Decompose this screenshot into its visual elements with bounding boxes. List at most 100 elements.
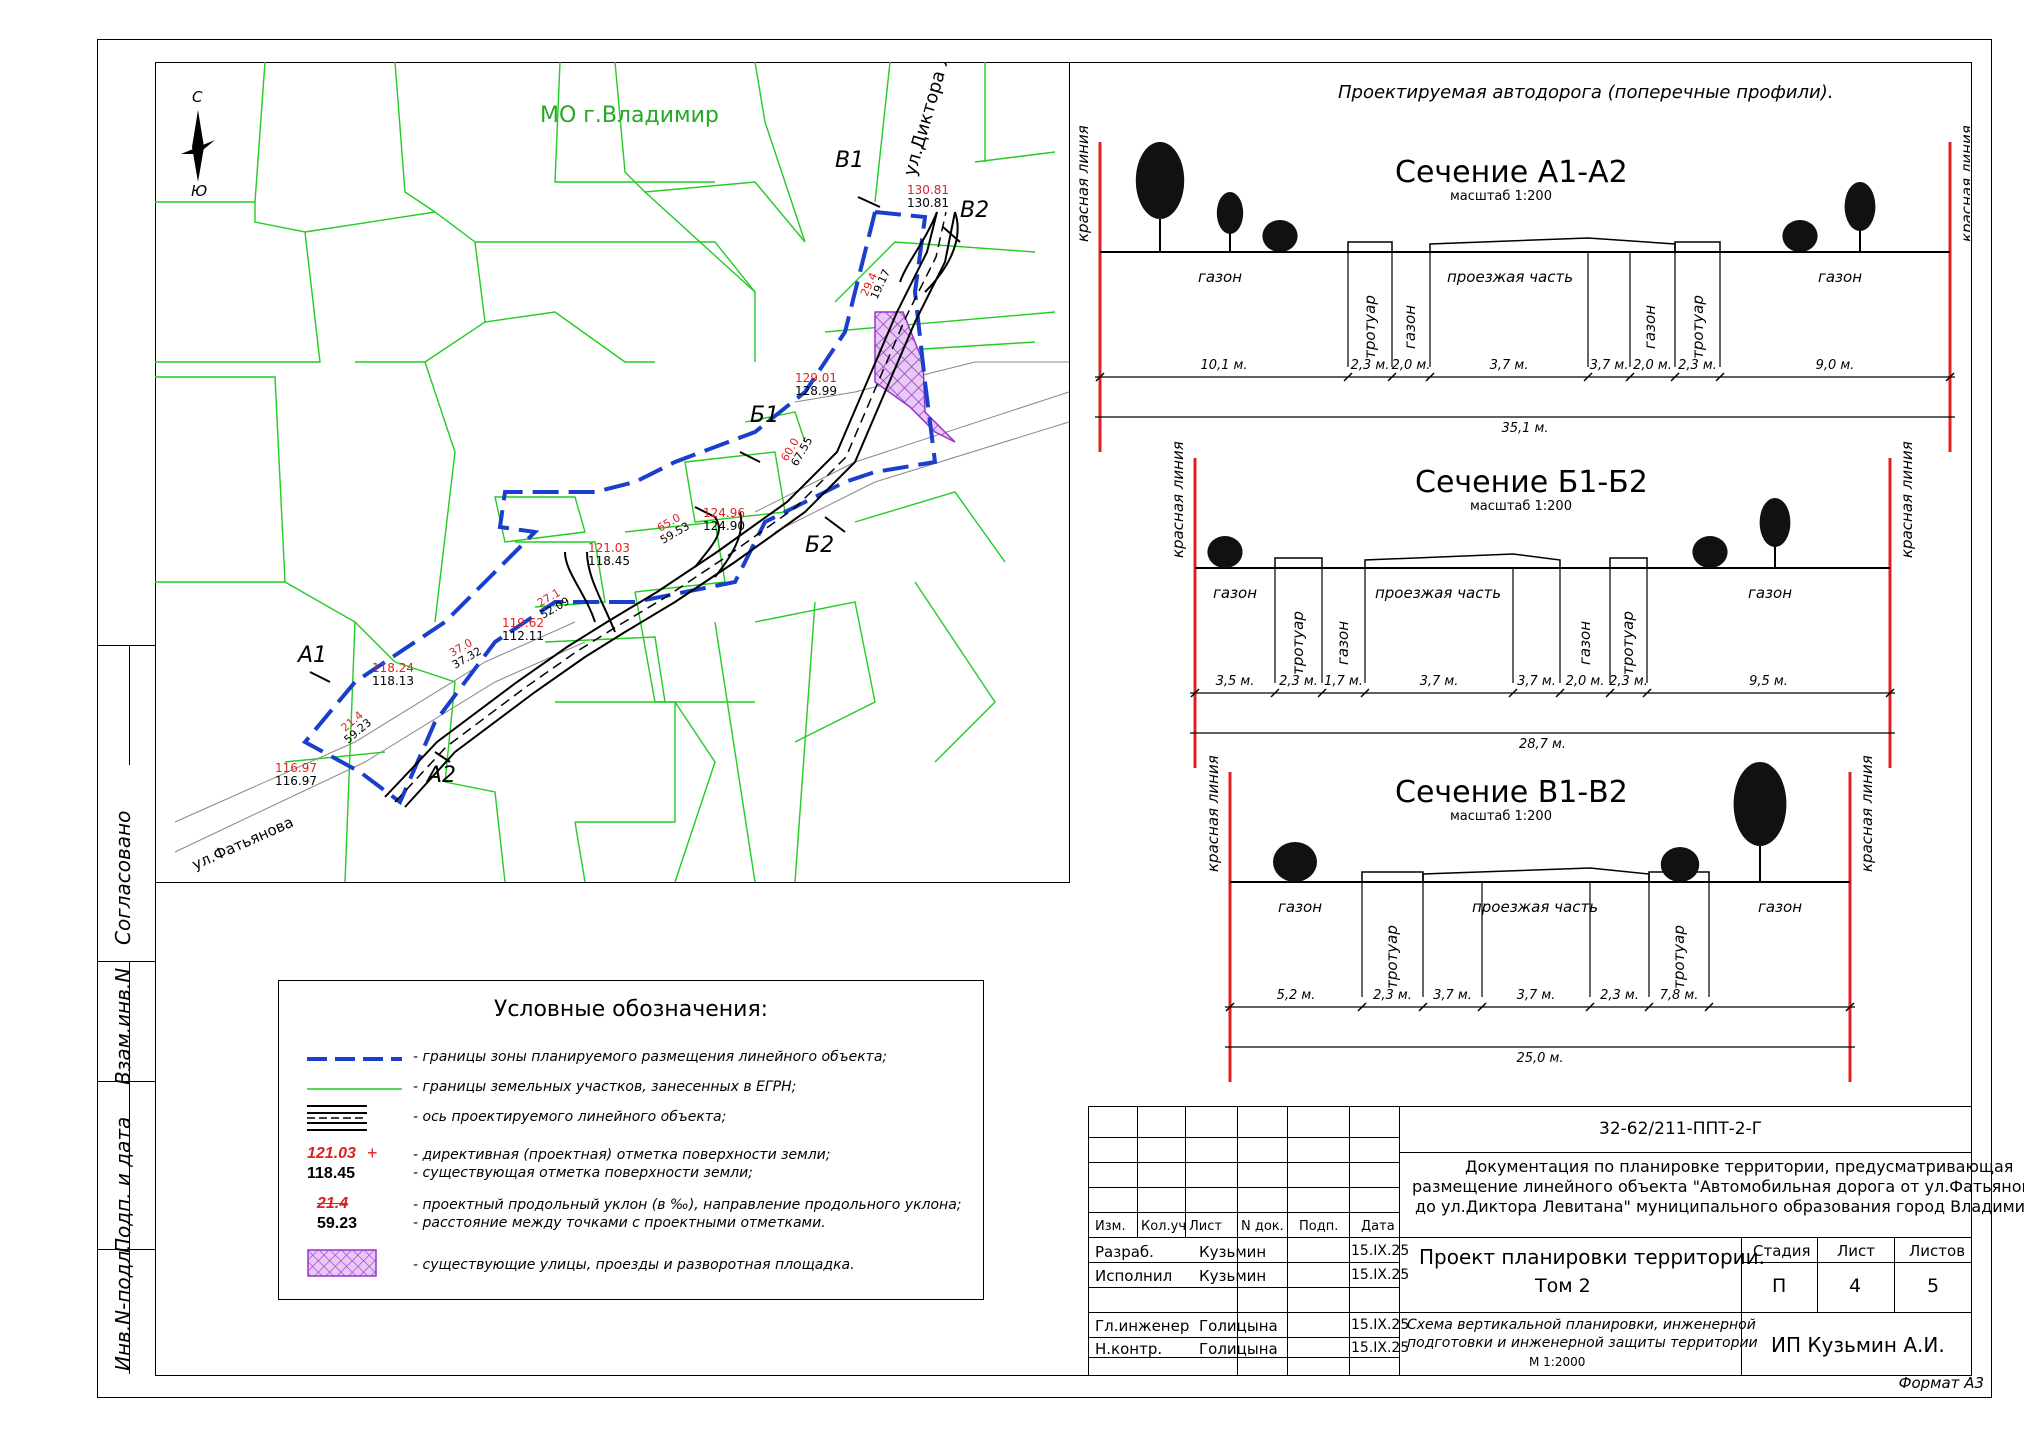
section-1-red-line-label: красная линия — [1074, 125, 1092, 242]
section-1-carriageway — [1429, 237, 1676, 252]
region-label: МО г.Владимир — [540, 103, 719, 128]
title-block: 32-62/211-ППТ-2-Г Документация по планир… — [1088, 1106, 2024, 1375]
section-3-title: Сечение В1-В2 — [1395, 775, 1628, 810]
section-mark-v1: В1 — [835, 148, 864, 173]
legend-text: - существующая отметка поверхности земли… — [413, 1165, 753, 1181]
elev-design: 116.97 — [275, 761, 317, 775]
legend-text: - расстояние между точками с проектными … — [413, 1215, 826, 1231]
section-1-zone-label: проезжая часть — [1447, 268, 1573, 286]
section-2-carriageway — [1364, 553, 1561, 568]
section-2-zone-label: газон — [1748, 584, 1792, 602]
project-volume: Том 2 — [1535, 1275, 1591, 1297]
elev-design: 121.03 — [588, 541, 630, 555]
section-1-tree-icon — [1216, 192, 1244, 234]
section-1-tick — [1095, 372, 1105, 382]
parcel-boundaries — [155, 62, 1056, 882]
section-1-width-label: 2,0 м. — [1392, 358, 1431, 373]
section-3-tick — [1845, 1002, 1855, 1012]
section-2-tick — [1360, 688, 1370, 698]
section-1-tick — [1387, 372, 1397, 382]
sheet-header: Лист — [1837, 1242, 1876, 1260]
section-2-zone-label: газон — [1213, 584, 1257, 602]
stage-header: Стадия — [1753, 1242, 1811, 1260]
street-levitana-label: ул.Диктора Левитана — [900, 62, 977, 178]
legend-text: - директивная (проектная) отметка поверх… — [413, 1147, 831, 1163]
section-2-tick — [1885, 688, 1895, 698]
elev-existing: 118.45 — [588, 554, 630, 568]
legend-item-elevations: 121.03 + 118.45 - директивная (проектная… — [307, 1143, 967, 1189]
section-2-zone-label: тротуар — [1619, 611, 1637, 675]
sheet-value: 4 — [1849, 1275, 1862, 1297]
section-2-width-label: 2,3 м. — [1609, 674, 1648, 689]
section-1-zone-label: газон — [1198, 268, 1242, 286]
format-label: Формат А3 — [1898, 1374, 1984, 1392]
legend-sym-distance: 59.23 — [317, 1215, 358, 1232]
legend-item-zone: - границы зоны планируемого размещения л… — [307, 1043, 967, 1077]
section-mark-labels: А1 А2 Б1 Б2 В1 В2 — [296, 148, 989, 788]
section-3-tick — [1357, 1002, 1367, 1012]
south-label: Ю — [191, 182, 207, 200]
north-arrow-icon: С Ю — [181, 88, 215, 200]
section-3-tick — [1477, 1002, 1487, 1012]
elevation-labels: 130.81 130.81 129.01 128.99 124.96 124.9… — [275, 183, 949, 788]
section-3-tick — [1585, 1002, 1595, 1012]
header-date: Дата — [1361, 1219, 1395, 1234]
street-fatyanova-label: ул.Фатьянова — [189, 813, 296, 874]
legend-text: - ось проектируемого линейного объекта; — [413, 1109, 727, 1125]
section-2-tick — [1508, 688, 1518, 698]
section-2-tick — [1270, 688, 1280, 698]
section-mark-a2: А2 — [425, 763, 456, 788]
section-2-title: Сечение Б1-Б2 — [1415, 465, 1648, 500]
section-3-tick — [1644, 1002, 1654, 1012]
section-3-scale: масштаб 1:200 — [1450, 809, 1552, 824]
section-3-zone-label: проезжая часть — [1472, 898, 1598, 916]
name-developer: Кузьмин — [1199, 1243, 1267, 1261]
outer-frame — [97, 39, 1992, 1398]
section-3-carriageway — [1422, 867, 1650, 882]
date-developer: 15.IX.25 — [1351, 1243, 1410, 1259]
section-1-tree-icon — [1135, 142, 1185, 219]
elev-design: 129.01 — [795, 371, 837, 385]
elev-design: 130.81 — [907, 183, 949, 197]
name-chief-engineer: Голицына — [1199, 1317, 1278, 1335]
planned-zone-boundary — [301, 210, 938, 806]
section-1-tick — [1670, 372, 1680, 382]
section-2-tick — [1317, 688, 1327, 698]
header-count: Кол.уч — [1141, 1219, 1186, 1234]
name-executor: Кузьмин — [1199, 1267, 1267, 1285]
section-1-width-label: 3,7 м. — [1590, 358, 1629, 373]
section-2-tree-icon — [1759, 498, 1791, 547]
section-1-zone-label: газон — [1641, 305, 1659, 349]
legend-item-axis: - ось проектируемого линейного объекта; — [307, 1099, 967, 1133]
section-1-width-label: 3,7 м. — [1490, 358, 1529, 373]
hatch-swatch-icon — [307, 1249, 377, 1277]
section-2-width-label: 9,5 м. — [1749, 674, 1788, 689]
section-1-zone-label: тротуар — [1689, 295, 1707, 359]
section-mark-a1: А1 — [296, 643, 327, 668]
section-1-bush-icon — [1782, 220, 1818, 252]
strip-label-agreed: Согласовано — [111, 810, 135, 945]
elev-existing: 112.11 — [502, 629, 544, 643]
legend-item-parcels: - границы земельных участков, занесенных… — [307, 1073, 967, 1107]
role-chief-engineer: Гл.инженер — [1095, 1317, 1190, 1335]
plus-icon: + — [367, 1143, 378, 1163]
section-1-tick — [1343, 372, 1353, 382]
profiles-drawing: Сечение А1-А2 масштаб 1:200 красная линия к… — [1074, 125, 1970, 1082]
section-3-zone-label: тротуар — [1670, 925, 1688, 989]
elev-existing: 130.81 — [907, 196, 949, 210]
section-2-width-label: 2,0 м. — [1566, 674, 1605, 689]
section-2-tick — [1605, 688, 1615, 698]
section-2-width-label: 3,7 м. — [1517, 674, 1556, 689]
section-2-width-label: 2,3 м. — [1279, 674, 1318, 689]
legend-item-streets: - существующие улицы, проезды и разворот… — [307, 1249, 967, 1283]
section-3-tree-icon — [1733, 762, 1787, 846]
section-3-tick — [1704, 1002, 1714, 1012]
section-1-tick — [1425, 372, 1435, 382]
section-1-red-line-label: красная линия — [1958, 125, 1970, 242]
section-1-title: Сечение А1-А2 — [1395, 155, 1628, 190]
document-title-line-3: до ул.Диктора Левитана" муниципального о… — [1415, 1197, 2024, 1216]
section-1-total-label: 35,1 м. — [1501, 421, 1548, 436]
company-name: ИП Кузьмин А.И. — [1771, 1333, 1945, 1357]
section-3-width-label: 3,7 м. — [1433, 988, 1472, 1003]
role-norm-control: Н.контр. — [1095, 1340, 1163, 1358]
